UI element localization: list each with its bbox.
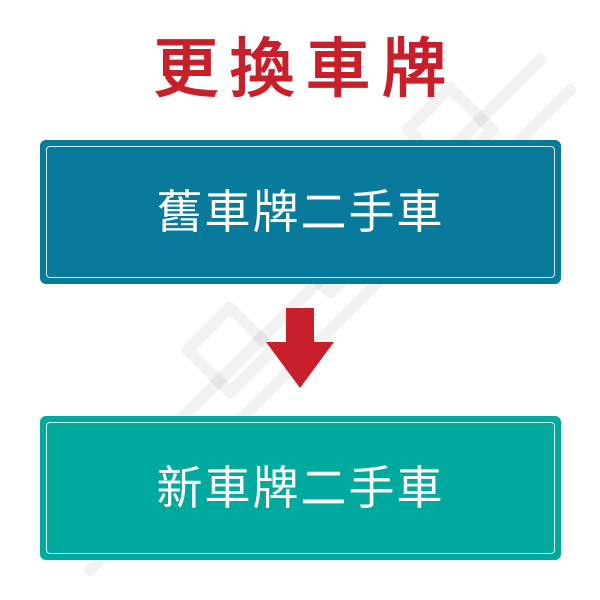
old-plate-inner-border: 舊車牌二手車: [46, 146, 555, 278]
new-plate-panel: 新車牌二手車: [40, 416, 561, 560]
new-plate-inner-border: 新車牌二手車: [46, 422, 555, 554]
new-plate-label: 新車牌二手車: [156, 461, 445, 515]
old-plate-label: 舊車牌二手車: [156, 185, 445, 239]
arrow-down-icon: [266, 308, 334, 388]
page-title: 更換車牌: [154, 33, 458, 107]
old-plate-panel: 舊車牌二手車: [40, 140, 561, 284]
